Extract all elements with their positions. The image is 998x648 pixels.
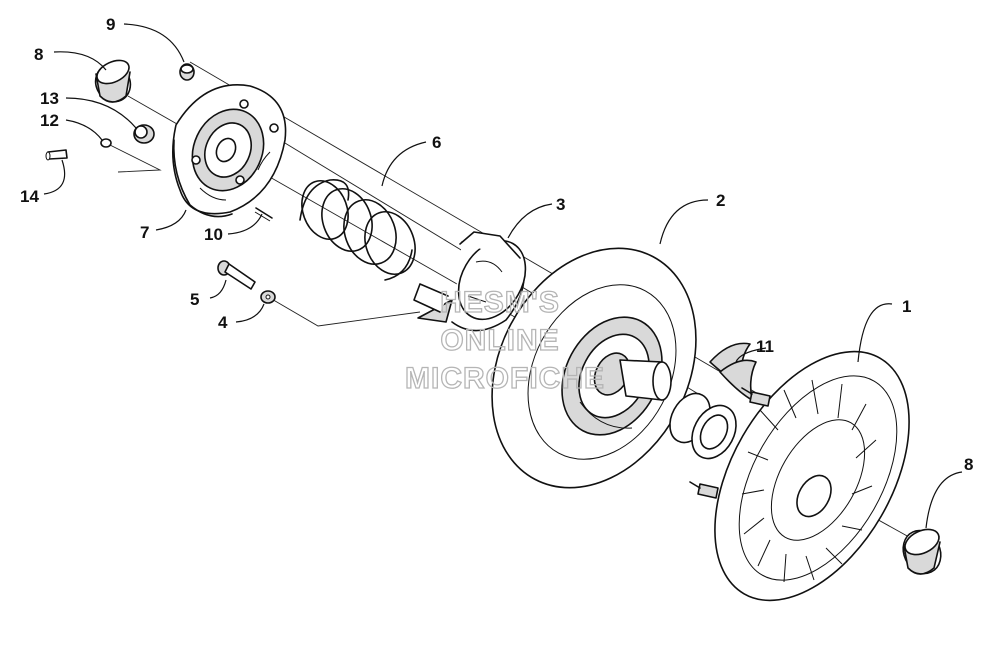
callout-14: 14	[20, 187, 39, 206]
part-9-bushing	[179, 63, 195, 81]
part-7-cover-plate	[172, 84, 287, 218]
watermark: HESM'S ONLINE MICROFICHE	[404, 285, 605, 395]
part-4-nut	[260, 290, 276, 304]
watermark-line-2: ONLINE	[440, 324, 559, 357]
leader-lines	[43, 23, 963, 529]
watermark-line-1: HESM'S	[440, 286, 560, 319]
callout-1: 1	[902, 297, 911, 316]
callout-8-top: 8	[34, 45, 43, 64]
part-13-roller	[133, 124, 155, 144]
part-12-washer	[100, 138, 112, 148]
part-14-pin	[45, 149, 68, 161]
part-6-spring	[299, 179, 416, 281]
part-3-spider	[413, 231, 527, 332]
callout-10: 10	[204, 225, 223, 244]
part-2-moveable-sheave	[491, 247, 697, 489]
callout-8-bottom: 8	[964, 455, 973, 474]
callout-2: 2	[716, 191, 725, 210]
part-8-bearing-ring-bottom	[902, 528, 942, 575]
part-8-bearing-ring-top	[94, 59, 132, 103]
callout-9: 9	[106, 15, 115, 34]
part-1-fixed-sheave	[689, 350, 910, 602]
callout-4: 4	[218, 313, 228, 332]
callout-12: 12	[40, 111, 59, 130]
part-10-roll-pin	[254, 207, 273, 222]
callout-6: 6	[432, 133, 441, 152]
callout-11: 11	[756, 337, 774, 356]
callout-labels: 1 2 3 4 5 6 7 8 8 9 10 11 12 13 14	[20, 15, 973, 474]
watermark-line-3: MICROFICHE	[405, 362, 605, 395]
callout-3: 3	[556, 195, 565, 214]
callout-7: 7	[140, 223, 149, 242]
part-5-bolt	[217, 260, 256, 290]
callout-13: 13	[40, 89, 59, 108]
callout-5: 5	[190, 290, 199, 309]
